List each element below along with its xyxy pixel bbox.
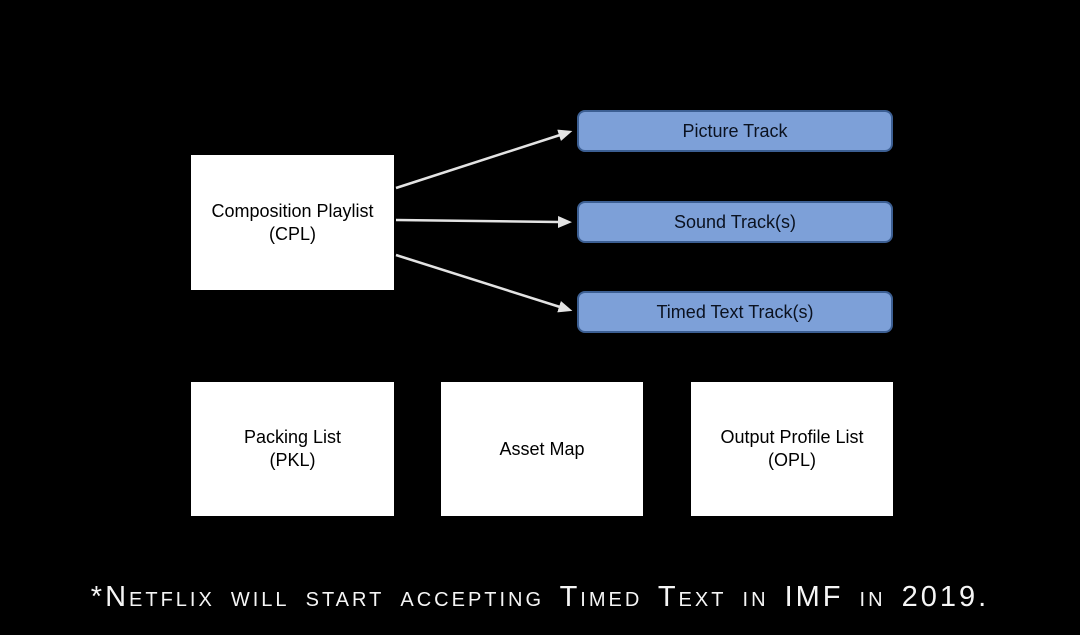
arrow-cpl-to-sound-track: [395, 215, 572, 228]
output-profile-list-box: Output Profile List (OPL): [691, 382, 893, 516]
picture-track-box: Picture Track: [577, 110, 893, 152]
asset-map-box: Asset Map: [441, 382, 643, 516]
sound-track-label: Sound Track(s): [673, 211, 797, 232]
timed-text-track-label: Timed Text Track(s): [656, 301, 814, 322]
output-profile-list-label-line2: (OPL): [767, 450, 816, 470]
composition-playlist-label-line1: Composition Playlist: [211, 200, 374, 221]
arrow-cpl-to-timed-text-track: [395, 253, 573, 313]
composition-playlist-label-line2: (CPL): [268, 223, 316, 244]
timed-text-track-box: Timed Text Track(s): [577, 291, 893, 333]
picture-track-label: Picture Track: [682, 120, 788, 141]
asset-map-label: Asset Map: [499, 438, 585, 459]
composition-playlist-box: Composition Playlist (CPL): [191, 155, 394, 290]
sound-track-box: Sound Track(s): [577, 201, 893, 243]
output-profile-list-label-line1: Output Profile List: [720, 427, 864, 447]
packing-list-label-line2: (PKL): [269, 450, 316, 470]
packing-list-label-line1: Packing List: [243, 427, 342, 447]
footnote-text: *Netflix will start accepting Timed Text…: [90, 581, 990, 613]
packing-list-box: Packing List (PKL): [191, 382, 394, 516]
arrow-cpl-to-picture-track: [395, 129, 573, 190]
